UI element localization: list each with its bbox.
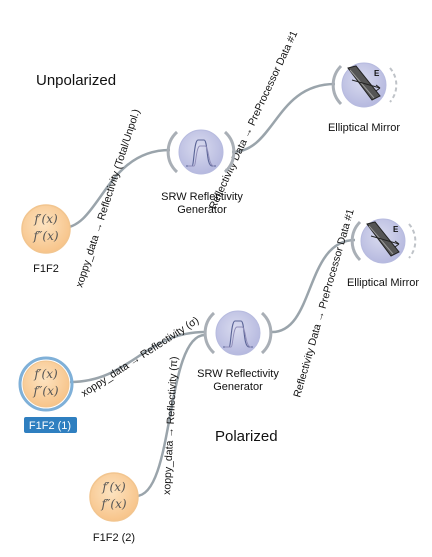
node-f1f2[interactable]: f′(x) f″(x) F1F2 bbox=[21, 204, 71, 275]
link-label-f1f2-srw-top: xoppy_data → Reflectivity (Total/Unpol.) bbox=[73, 108, 142, 289]
node-elliptical-mirror-top[interactable]: E Elliptical Mirror bbox=[328, 62, 400, 134]
input-port-arc[interactable] bbox=[331, 64, 343, 106]
input-port-arc[interactable] bbox=[203, 311, 216, 355]
node-f1f2-1-icon bbox=[22, 360, 70, 408]
link-label-srw-top-mirror-top: Reflectivity Data → PreProcessor Data #1 bbox=[207, 29, 301, 211]
selected-label-background bbox=[24, 417, 77, 433]
mirror-e-glyph: E bbox=[374, 69, 380, 78]
formula-icon: f″(x) bbox=[32, 384, 58, 398]
node-srw-bottom-label-line1: SRW Reflectivity bbox=[197, 368, 279, 380]
node-srw-reflectivity-bottom[interactable]: SRW Reflectivity Generator bbox=[197, 310, 279, 393]
formula-icon: f′(x) bbox=[33, 212, 58, 226]
input-port-arc[interactable] bbox=[166, 130, 179, 174]
node-f1f2-1-label: F1F2 (1) bbox=[29, 420, 71, 432]
formula-icon: f″(x) bbox=[100, 497, 126, 511]
group-label-polarized: Polarized bbox=[215, 428, 278, 445]
output-port-arc[interactable] bbox=[223, 130, 236, 174]
input-port-arc[interactable] bbox=[350, 220, 362, 262]
reflectivity-plot-icon bbox=[215, 310, 261, 356]
group-label-unpolarized: Unpolarized bbox=[36, 72, 117, 89]
node-srw-reflectivity-top[interactable]: SRW Reflectivity Generator bbox=[161, 129, 243, 216]
node-srw-top-label-line1: SRW Reflectivity bbox=[161, 191, 243, 203]
link-f1f2-srw-top[interactable]: xoppy_data → Reflectivity (Total/Unpol.) bbox=[61, 108, 171, 289]
link-srw-top-mirror-top[interactable]: Reflectivity Data → PreProcessor Data #1 bbox=[207, 29, 336, 211]
node-f1f2-label: F1F2 bbox=[33, 263, 59, 275]
node-srw-bottom-label-line2: Generator bbox=[213, 381, 263, 393]
node-elliptical-mirror-bottom[interactable]: E Elliptical Mirror bbox=[347, 218, 419, 289]
formula-icon: f″(x) bbox=[32, 229, 58, 243]
formula-icon: f′(x) bbox=[101, 480, 126, 494]
link-label-f1f2-2-srw-bottom: xoppy_data → Reflectivity (π) bbox=[161, 356, 180, 495]
node-mirror-bottom-label: Elliptical Mirror bbox=[347, 277, 419, 289]
node-f1f2-1[interactable]: f′(x) f″(x) F1F2 (1) bbox=[18, 356, 77, 433]
reflectivity-plot-icon bbox=[178, 129, 224, 175]
node-f1f2-2-icon bbox=[89, 472, 139, 522]
link-srw-bottom-mirror-bottom[interactable]: Reflectivity Data → PreProcessor Data #1 bbox=[271, 207, 357, 399]
output-port-arc bbox=[408, 223, 417, 259]
formula-icon: f′(x) bbox=[33, 367, 58, 381]
node-f1f2-2-label: F1F2 (2) bbox=[93, 532, 135, 544]
output-port-arc[interactable] bbox=[260, 311, 273, 355]
node-f1f2-2[interactable]: f′(x) f″(x) F1F2 (2) bbox=[89, 472, 139, 544]
node-f1f2-icon bbox=[21, 204, 71, 254]
link-label-srw-bottom-mirror-bottom: Reflectivity Data → PreProcessor Data #1 bbox=[291, 207, 356, 398]
selection-ring bbox=[18, 356, 74, 412]
mirror-e-glyph: E bbox=[393, 225, 399, 234]
node-srw-top-label-line2: Generator bbox=[177, 204, 227, 216]
output-port-arc bbox=[389, 67, 398, 103]
node-mirror-top-label: Elliptical Mirror bbox=[328, 122, 400, 134]
